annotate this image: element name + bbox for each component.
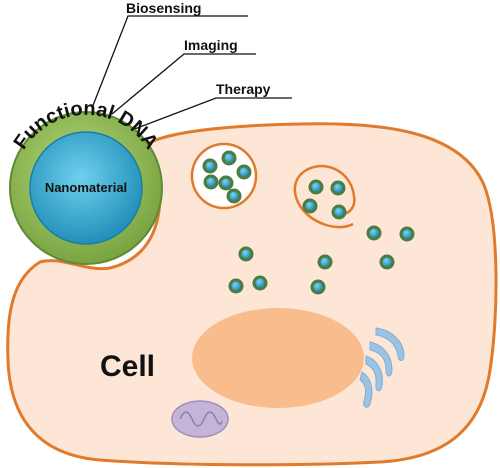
nucleus-icon (192, 308, 364, 408)
nanoparticle-icon (331, 204, 347, 220)
nanoparticle-icon (203, 174, 219, 190)
nanoparticle-icon (226, 188, 242, 204)
nanoparticle-icon (310, 279, 326, 295)
nanoparticles (202, 150, 415, 295)
nanoparticle-icon (317, 254, 333, 270)
nanomaterial-core (29, 131, 143, 245)
nanoparticle-icon (221, 150, 237, 166)
endocytic-vesicle (293, 164, 356, 229)
biosensing-label: Biosensing (126, 0, 201, 16)
nanoparticle-icon (236, 164, 252, 180)
nanoparticle-icon (379, 254, 395, 270)
imaging-pointer-line (111, 53, 256, 115)
nanoparticle-icon (202, 158, 218, 174)
pointer-lines (91, 15, 292, 131)
nanoparticle-icon (366, 225, 382, 241)
mitochondrion-icon (171, 400, 229, 438)
biosensing-pointer-line (91, 15, 248, 109)
nanoparticle-icon (238, 246, 254, 262)
therapy-pointer-line (131, 97, 292, 131)
nanomaterial-probe: Functional DNA Nanomaterial (9, 98, 163, 265)
nanomaterial-label: Nanomaterial (45, 180, 127, 195)
imaging-label: Imaging (184, 37, 238, 53)
nanoparticle-icon (330, 180, 346, 196)
nanoparticle-icon (302, 198, 318, 214)
nanoparticle-icon (218, 175, 234, 191)
nanoparticle-icon (252, 275, 268, 291)
golgi-icon (359, 327, 405, 408)
nanoparticle-icon (308, 179, 324, 195)
cell-label: Cell (100, 350, 155, 383)
cell-membrane (6, 122, 498, 467)
therapy-label: Therapy (216, 81, 271, 97)
nanoparticle-icon (399, 226, 415, 242)
nanoparticle-icon (228, 278, 244, 294)
